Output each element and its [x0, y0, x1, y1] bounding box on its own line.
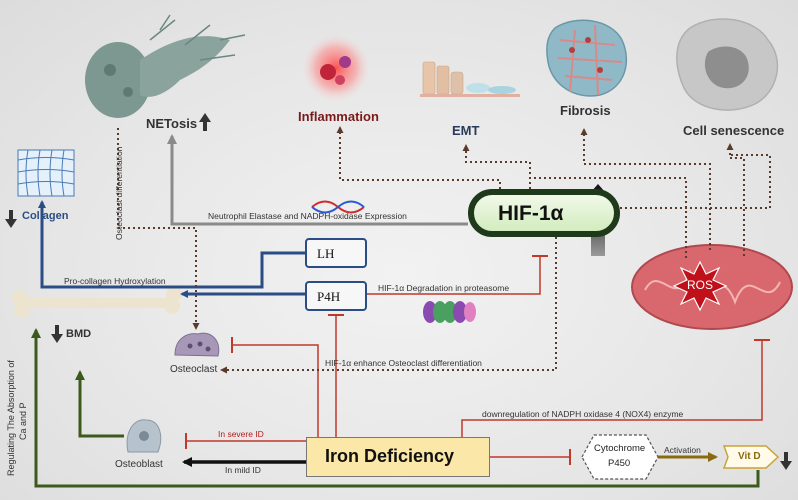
emt-cell-illustration [420, 61, 520, 97]
procollagen-edge-label: Pro-collagen Hydroxylation [64, 276, 166, 286]
edge-vitd-to-bone [31, 328, 760, 488]
ros-star-icon [672, 260, 728, 312]
edge-osteoblast-to-bmd [75, 370, 124, 438]
netosis-cell-illustration [85, 14, 246, 118]
p4h-box: P4H [305, 281, 367, 311]
osteoblast-cell-illustration [126, 419, 162, 453]
collagen-mesh-illustration [17, 149, 75, 197]
enhance-osteoclast-edge-label: HIF-1α enhance Osteoclast differentiatio… [325, 358, 482, 368]
edge-p4h-degrades-hif [367, 256, 541, 295]
mitochondrion-illustration [631, 244, 793, 330]
absorption-edge-label-2: Ca and P [18, 402, 28, 440]
p4h-label: P4H [317, 289, 341, 304]
senescent-cell-illustration [676, 18, 779, 111]
edge-ros-to-emt [530, 177, 687, 258]
mild-id-edge-label: In mild ID [225, 465, 261, 475]
lh-box: LH [305, 238, 367, 268]
absorption-edge-label-1: Regulating The Absorption of [6, 360, 16, 476]
inflammation-cell-illustration [302, 34, 370, 102]
inflammation-label: Inflammation [298, 109, 379, 124]
osteoblast-label: Osteoblast [115, 459, 163, 470]
edge-nox4-inhibits-ros [461, 340, 763, 437]
emt-label: EMT [452, 123, 480, 138]
neutrophil-edge-label: Neutrophil Elastase and NADPH-oxidase Ex… [208, 211, 407, 221]
edge-hif-to-netosis [167, 134, 468, 226]
down-arrow-icon [780, 452, 792, 470]
fibrosis-label: Fibrosis [560, 103, 611, 118]
edge-ros-to-senescence [726, 143, 745, 256]
proteasome-icon [423, 301, 476, 323]
nox4-edge-label: downregulation of NADPH oxidase 4 (NOX4)… [482, 409, 684, 419]
osteoclast-cell-illustration [174, 332, 220, 357]
hif-label: HIF-1α [498, 202, 564, 225]
down-arrow-icon [51, 325, 63, 343]
cytochrome-label-2: P450 [608, 458, 631, 469]
activation-edge-label: Activation [664, 445, 701, 455]
osteoclast-differentiation-edge-label: Osteoclast differentiation [114, 146, 124, 240]
edge-hif-to-senescence [620, 154, 771, 209]
degradation-edge-label: HIF-1α Degradation in proteasome [378, 283, 510, 293]
iron-deficiency-label: Iron Deficiency [325, 446, 455, 466]
vitd-label: Vit D [738, 451, 761, 462]
collagen-label: Collagen [22, 210, 69, 222]
dna-icon [311, 200, 365, 214]
lh-label: LH [317, 246, 335, 261]
ros-label: ROS [687, 278, 714, 292]
osteoclast-label: Osteoclast [170, 364, 218, 375]
bone-illustration [12, 286, 182, 318]
edge-hif-to-inflammation [336, 126, 501, 189]
cytochrome-hexagon [581, 434, 659, 480]
vitd-box [722, 445, 780, 469]
edge-lh-to-collagen [38, 200, 305, 289]
edge-netosis-to-osteoclast [117, 128, 200, 330]
cell-senescence-label: Cell senescence [683, 123, 785, 138]
edge-hif-to-emt [462, 144, 531, 189]
down-arrow-icon [5, 210, 17, 228]
hif-node: HIF-1α [468, 189, 620, 237]
severe-id-edge-label: In severe ID [218, 429, 264, 439]
edge-hif-to-osteoclast-differentiation [220, 237, 557, 374]
netosis-label: NETosis [146, 116, 198, 131]
fibrosis-tissue-illustration [546, 19, 628, 97]
cytochrome-label-1: Cytochrome [594, 443, 646, 454]
bmd-label: BMD [66, 328, 92, 340]
edge-iron-inhibits-osteoclast [232, 344, 319, 437]
up-arrow-icon [199, 113, 211, 131]
iron-deficiency-node: Iron Deficiency [306, 437, 490, 477]
